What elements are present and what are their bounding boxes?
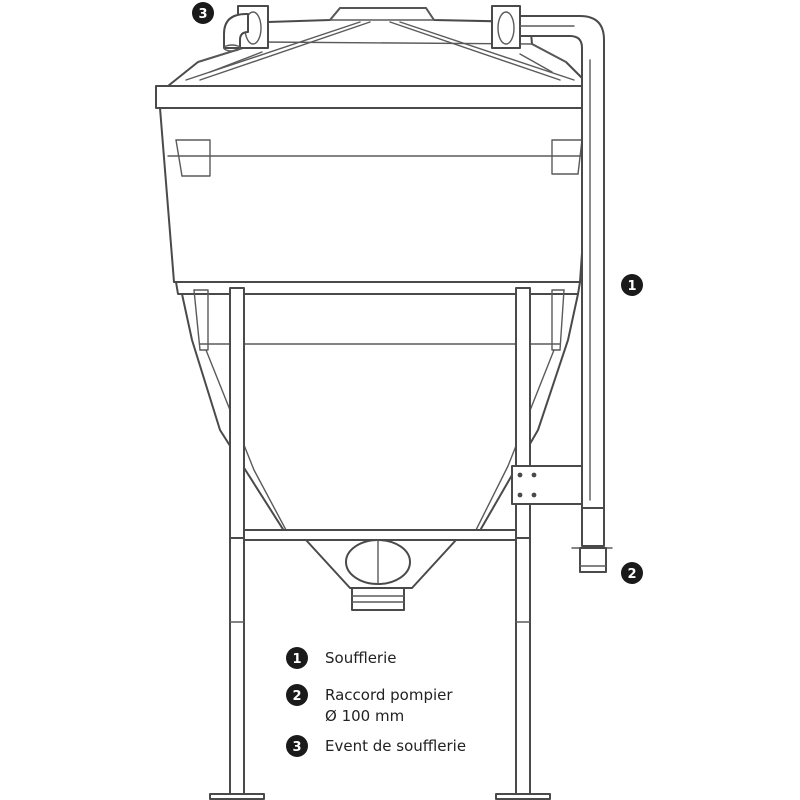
callout-number: 2: [627, 567, 636, 582]
legend-number: 2: [292, 689, 301, 704]
hopper-outlet: [305, 539, 457, 611]
callout-number: 1: [627, 279, 636, 294]
vent-elbow-pipe: [223, 13, 249, 52]
legend-item-2: 2 Raccord pompier Ø 100 mm: [286, 684, 453, 725]
legend-label: Raccord pompier: [325, 686, 453, 704]
legend-item-3: 3 Event de soufflerie: [286, 735, 466, 757]
callout-badge-2: 2: [621, 562, 643, 584]
silo-body: [159, 107, 593, 283]
callout-badge-3: 3: [192, 2, 214, 24]
legend-number: 3: [292, 740, 301, 755]
legend-label: Soufflerie: [325, 649, 397, 667]
pipe-mounting-bracket: [511, 465, 583, 505]
fire-coupling: [579, 547, 607, 573]
blower-pipe: [519, 15, 613, 573]
foot-right: [495, 793, 551, 800]
callout-number: 3: [198, 7, 207, 22]
legend-item-1: 1 Soufflerie: [286, 647, 397, 669]
roof-collar-left: [237, 5, 269, 49]
legend-label: Event de soufflerie: [325, 737, 466, 755]
cross-brace: [243, 529, 517, 541]
foot-left: [209, 793, 265, 800]
callout-badge-1: 1: [621, 274, 643, 296]
legend-label-line2: Ø 100 mm: [325, 707, 404, 725]
legend-number: 1: [292, 652, 301, 667]
roof-collar-right: [491, 5, 521, 49]
legend: 1 Soufflerie 2 Raccord pompier Ø 100 mm …: [286, 647, 466, 757]
eave-band: [155, 85, 597, 109]
